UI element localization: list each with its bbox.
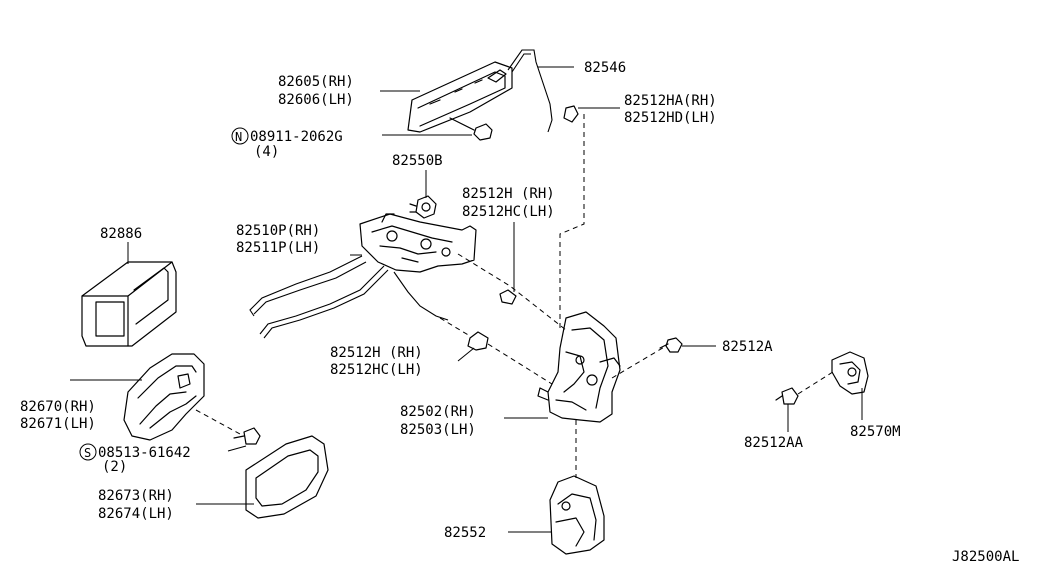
inside-handle [123, 353, 205, 441]
label-08911-2062G: 08911-2062G [250, 129, 343, 145]
linkage-bracket [359, 213, 477, 273]
label-82605-rh: 82605(RH) [278, 74, 354, 90]
leader-lines [70, 66, 863, 533]
label-82673-rh: 82673(RH) [98, 488, 174, 504]
handle-trim-screw [233, 427, 261, 445]
door-striker [831, 351, 869, 395]
label-82886: 82886 [100, 226, 142, 242]
rod-clip-lower [467, 331, 489, 351]
label-82510P-rh: 82510P(RH) [236, 223, 320, 239]
label-82503-lh: 82503(LH) [400, 422, 476, 438]
label-82670-rh: 82670(RH) [20, 399, 96, 415]
label-82674-lh: 82674(LH) [98, 506, 174, 522]
diagram-id: J82500AL [952, 549, 1019, 565]
handle-escutcheon [245, 435, 329, 519]
label-08513-61642: 08513-61642 [98, 445, 191, 461]
assembly-dashed-lines [195, 114, 837, 478]
rod-clip-mid [499, 289, 517, 305]
outside-handle [407, 61, 513, 133]
label-82512A: 82512A [722, 339, 773, 355]
label-82671-lh: 82671(LH) [20, 416, 96, 432]
s-symbol-circle [79, 443, 97, 461]
label-82512H-rh-upper: 82512H (RH) [462, 186, 555, 202]
lock-knob [409, 195, 437, 219]
label-82512HC-lh-lower: 82512HC(LH) [330, 362, 423, 378]
label-08911-qty: (4) [254, 144, 279, 160]
handle-screw [449, 117, 493, 141]
door-lock-actuator [537, 311, 621, 423]
striker-bolt [775, 387, 799, 405]
label-82512AA: 82512AA [744, 435, 804, 451]
label-82570M: 82570M [850, 424, 901, 440]
actuator-screw [659, 337, 683, 353]
label-82606-lh: 82606(LH) [278, 92, 354, 108]
s-symbol: S [84, 446, 91, 460]
label-82512HD-lh: 82512HD(LH) [624, 110, 717, 126]
linkage-rods [249, 255, 449, 339]
n-symbol: N [235, 130, 242, 144]
handle-rod [507, 49, 553, 133]
label-82512HA-rh: 82512HA(RH) [624, 93, 717, 109]
n-symbol-circle [231, 127, 249, 145]
label-82511P-lh: 82511P(LH) [236, 240, 320, 256]
rod-clip-upper [563, 105, 579, 123]
trim-bezel [81, 261, 177, 347]
lock-cover [549, 475, 605, 555]
label-82552: 82552 [444, 525, 486, 541]
label-08513-qty: (2) [102, 459, 127, 475]
label-82546: 82546 [584, 60, 626, 76]
label-82512H-rh-lower: 82512H (RH) [330, 345, 423, 361]
label-82502-rh: 82502(RH) [400, 404, 476, 420]
label-82550B: 82550B [392, 153, 443, 169]
label-82512HC-lh-upper: 82512HC(LH) [462, 204, 555, 220]
